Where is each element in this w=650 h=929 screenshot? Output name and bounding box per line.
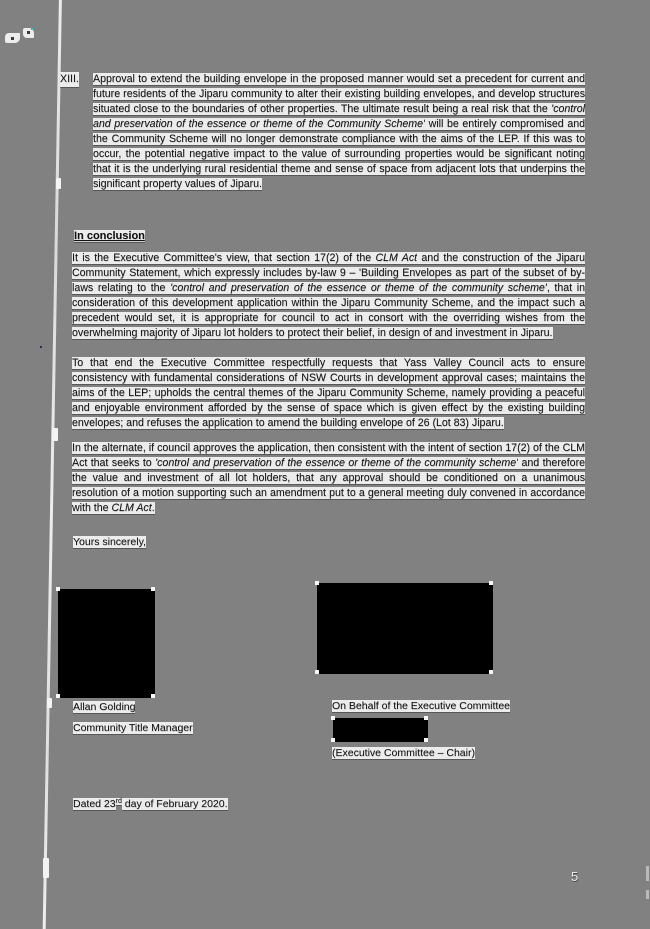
- conclusion-paragraph-1: It is the Executive Committee's view, th…: [72, 252, 585, 339]
- redaction-box-signature-right: [315, 581, 493, 674]
- scan-edge-mark: [646, 890, 649, 899]
- scan-fold-blob: [43, 858, 49, 878]
- scan-fold-blob: [56, 178, 61, 189]
- list-item-text: Approval to extend the building envelope…: [93, 73, 585, 190]
- redaction-box-chair-name: [331, 716, 428, 742]
- scan-fold-blob: [47, 698, 52, 708]
- conclusion-paragraph-2: To that end the Executive Committee resp…: [72, 357, 585, 429]
- list-item-xiii: XIII. Approval to extend the building en…: [60, 72, 585, 192]
- closing-salutation: Yours sincerely,: [73, 536, 146, 548]
- scan-speckle-cyan: [31, 28, 33, 30]
- conclusion-paragraph-3: In the alternate, if council approves th…: [72, 442, 585, 514]
- scan-edge-mark: [646, 866, 649, 881]
- page-number: 5: [571, 869, 579, 884]
- date-line: Dated 23rd day of February 2020.: [73, 797, 228, 810]
- scan-speckle-blue: [40, 346, 42, 348]
- scan-fold-blob: [52, 428, 58, 441]
- redaction-box-signature-left: [56, 587, 155, 698]
- signer-title: Community Title Manager: [73, 722, 193, 734]
- conclusion-heading: In conclusion: [74, 230, 145, 242]
- signer-name: Allan Golding: [73, 701, 136, 713]
- scan-speckle-dark: [27, 31, 30, 34]
- on-behalf-label: On Behalf of the Executive Committee: [332, 700, 511, 712]
- chair-role-label: (Executive Committee – Chair): [332, 747, 475, 759]
- scan-speckle-dark: [11, 37, 14, 40]
- list-item-roman-numeral: XIII.: [60, 72, 79, 87]
